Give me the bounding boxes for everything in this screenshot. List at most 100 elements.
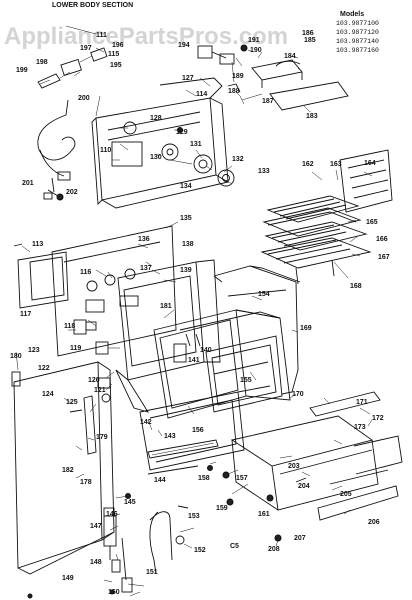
part-callout: 188 — [228, 88, 240, 95]
part-callout: 182 — [62, 467, 74, 474]
part-callout: 136 — [138, 236, 150, 243]
storage-drawer — [230, 391, 403, 521]
part-callout: 137 — [140, 265, 152, 272]
part-callout: 120 — [88, 377, 100, 384]
part-callout: 185 — [304, 37, 316, 44]
page-code: C5 — [230, 543, 239, 550]
part-callout: 207 — [294, 535, 306, 542]
wiring-harness — [37, 99, 76, 200]
toe-kick — [147, 439, 219, 475]
rear-control-panel — [51, 225, 177, 357]
part-callout: 165 — [366, 219, 378, 226]
part-callout: 199 — [16, 67, 28, 74]
part-callout: 183 — [306, 113, 318, 120]
part-callout: 172 — [372, 415, 384, 422]
part-callout: 144 — [154, 477, 166, 484]
part-callout: 138 — [182, 241, 194, 248]
part-callout: 171 — [356, 399, 368, 406]
part-callout: 129 — [176, 129, 188, 136]
light-assembly — [169, 154, 235, 187]
part-callout: 181 — [160, 303, 172, 310]
drawing-lines — [11, 25, 403, 599]
part-callout: 123 — [28, 347, 40, 354]
model-number: 103.9877120 — [336, 29, 379, 36]
leader-lines — [15, 25, 373, 597]
part-callout: 198 — [36, 59, 48, 66]
part-callout: 150 — [108, 589, 120, 596]
part-callout: 139 — [180, 267, 192, 274]
part-callout: 151 — [146, 569, 158, 576]
part-callout: 111 — [96, 32, 107, 39]
part-callout: 190 — [250, 47, 262, 54]
part-callout: 133 — [258, 168, 270, 175]
screws — [27, 193, 282, 599]
part-callout: 170 — [292, 391, 304, 398]
part-callout: 163 — [330, 161, 342, 168]
part-callout: 169 — [300, 325, 312, 332]
part-callout: 119 — [70, 345, 81, 352]
part-callout: 166 — [376, 236, 388, 243]
part-callout: 204 — [298, 483, 310, 490]
part-callout: 113 — [32, 241, 43, 248]
part-callout: 154 — [258, 291, 270, 298]
part-callout: 179 — [96, 434, 108, 441]
model-number: 103.9877140 — [336, 38, 379, 45]
leveling-legs-and-hinges — [103, 505, 189, 593]
part-callout: 168 — [350, 283, 362, 290]
part-callout: 145 — [124, 499, 136, 506]
oven-liner-upper — [91, 77, 229, 209]
part-callout: 130 — [150, 154, 162, 161]
part-callout: 164 — [364, 160, 376, 167]
part-callout: 135 — [180, 215, 192, 222]
part-callout: 186 — [302, 30, 314, 37]
part-callout: 148 — [90, 559, 102, 566]
part-callout: 152 — [194, 547, 206, 554]
part-callout: 202 — [66, 189, 78, 196]
part-callout: 180 — [10, 353, 22, 360]
part-callout: 121 — [94, 387, 106, 394]
outer-body-shell — [213, 265, 301, 395]
part-callout: 158 — [198, 475, 210, 482]
section-title: LOWER BODY SECTION — [52, 2, 133, 9]
part-callout: 122 — [38, 365, 50, 372]
side-panel-113 — [13, 243, 69, 309]
part-callout: 155 — [240, 377, 252, 384]
part-callout: 178 — [80, 479, 92, 486]
part-callout: 132 — [232, 156, 244, 163]
terminal-block — [37, 47, 108, 89]
part-callout: 201 — [22, 180, 34, 187]
part-callout: 149 — [62, 575, 74, 582]
part-callout: 205 — [340, 491, 352, 498]
part-callout: 110 — [100, 147, 111, 154]
model-number: 103.9877100 — [336, 20, 379, 27]
part-callout: 117 — [20, 311, 31, 318]
part-callout: 131 — [190, 141, 202, 148]
front-frame — [115, 259, 221, 413]
part-callout: 118 — [64, 323, 75, 330]
part-callout: 156 — [192, 427, 204, 434]
callout-labels: 111 115 199 198 197 196 195 200 201 202 … — [10, 30, 390, 596]
part-callout: 153 — [188, 513, 200, 520]
part-callout: 127 — [182, 75, 194, 82]
part-callout: 187 — [262, 98, 274, 105]
broiler-pan-and-racks — [260, 149, 393, 285]
part-callout: 203 — [288, 463, 300, 470]
part-callout: 167 — [378, 254, 390, 261]
part-callout: 114 — [196, 91, 207, 98]
part-callout: 173 — [354, 424, 366, 431]
part-callout: 189 — [232, 73, 244, 80]
part-callout: 134 — [180, 183, 192, 190]
left-side-panel — [11, 361, 115, 575]
base-frame — [139, 385, 271, 471]
part-callout: 146 — [106, 511, 118, 518]
part-callout: 125 — [66, 399, 78, 406]
part-callout: 184 — [284, 53, 296, 60]
part-callout: 115 — [108, 51, 119, 58]
oven-cavity — [153, 309, 291, 419]
part-callout: 159 — [216, 505, 228, 512]
models-heading: Models — [340, 11, 364, 18]
part-callout: 147 — [90, 523, 102, 530]
part-callout: 208 — [268, 546, 280, 553]
part-callout: 141 — [188, 357, 200, 364]
